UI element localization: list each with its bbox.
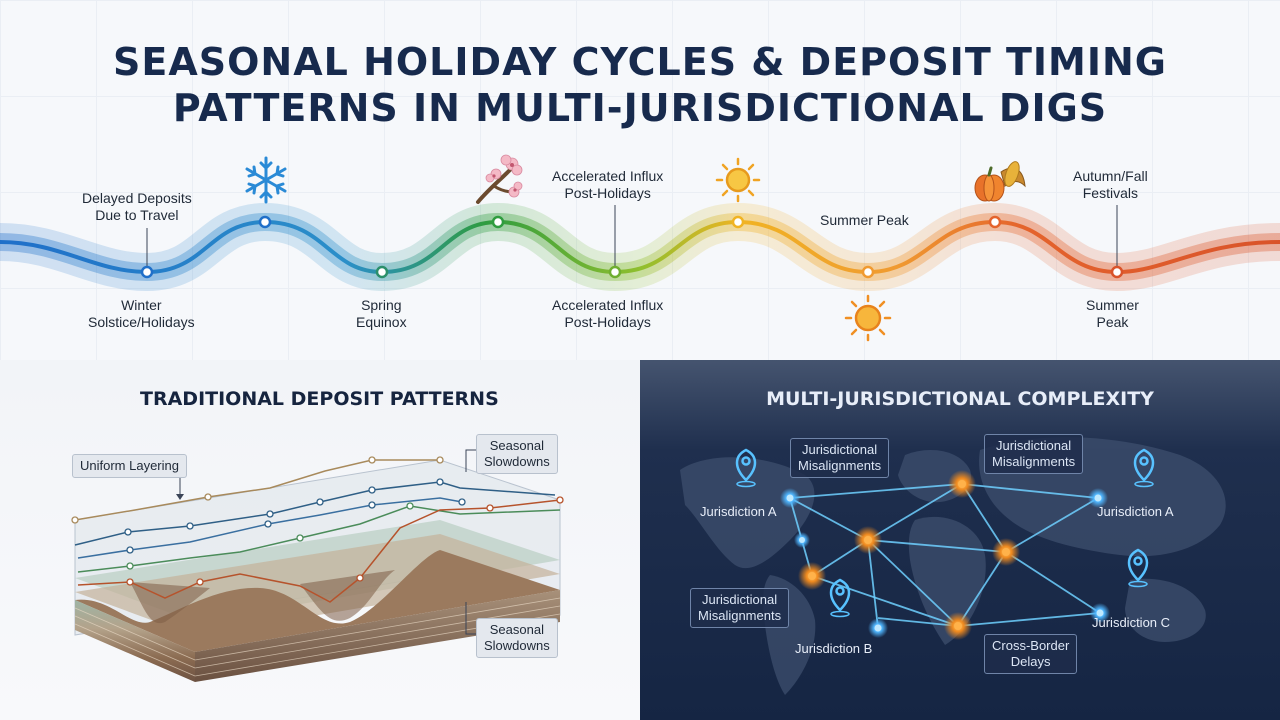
dip-right bbox=[300, 570, 395, 621]
traditional-deposit-title: TRADITIONAL DEPOSIT PATTERNS bbox=[140, 388, 499, 410]
label-jurisdiction-a-right: Jurisdiction A bbox=[1097, 504, 1174, 519]
series-line-orange bbox=[77, 499, 561, 603]
block-front-face bbox=[195, 590, 560, 682]
location-pin-icon bbox=[1127, 548, 1149, 588]
blossom-icon bbox=[476, 154, 523, 204]
label-jurisdiction-c: Jurisdiction C bbox=[1092, 615, 1171, 630]
series-line-blue-2 bbox=[77, 497, 463, 559]
label-jurisdiction-b: Jurisdiction B bbox=[795, 641, 873, 656]
page-title-line-2: PATTERNS IN MULTI-JURISDICTIONAL DIGS bbox=[172, 86, 1108, 130]
sun-icon bbox=[844, 294, 892, 342]
location-pin-icon bbox=[829, 578, 851, 618]
node-summer bbox=[861, 265, 875, 279]
node-spring-peak bbox=[491, 215, 505, 229]
node-autumn-peak bbox=[988, 215, 1002, 229]
network-nodes bbox=[780, 470, 1110, 640]
network-map bbox=[680, 437, 1226, 695]
node-influx bbox=[608, 265, 622, 279]
node-summer-peak bbox=[731, 215, 745, 229]
location-pin-icon bbox=[735, 448, 757, 488]
label-summer-peak-top: Summer Peak bbox=[820, 212, 909, 228]
snowflake-icon bbox=[245, 156, 287, 204]
callout-uniform-layering: Uniform Layering bbox=[72, 454, 187, 478]
location-pin-icon bbox=[1133, 448, 1155, 488]
node-autumn bbox=[1110, 265, 1124, 279]
pumpkin-icon bbox=[974, 161, 1026, 202]
sun-icon bbox=[715, 157, 761, 203]
dip-left bbox=[130, 582, 210, 624]
multi-jurisdictional-title: MULTI-JURISDICTIONAL COMPLEXITY bbox=[766, 388, 1154, 410]
pointer-seasonal-bottom bbox=[465, 602, 478, 635]
traditional-deposit-panel: TRADITIONAL DEPOSIT PATTERNS bbox=[0, 360, 640, 720]
layer-deep bbox=[75, 550, 560, 652]
seasonal-timeline bbox=[0, 154, 1280, 342]
stratigraphy-diagram bbox=[71, 449, 564, 682]
pointer-seasonal-top bbox=[465, 449, 476, 472]
node-spring bbox=[375, 265, 389, 279]
label-jurisdiction-a-left: Jurisdiction A bbox=[700, 504, 777, 519]
timeline-nodes bbox=[140, 215, 1124, 279]
block-left-face bbox=[75, 600, 195, 682]
multi-jurisdictional-panel: MULTI-JURISDICTIONAL COMPLEXITY Jurisdic… bbox=[640, 360, 1280, 720]
node-winter bbox=[140, 265, 154, 279]
node-winter-peak bbox=[258, 215, 272, 229]
page-title-line-1: SEASONAL HOLIDAY CYCLES & DEPOSIT TIMING bbox=[113, 40, 1167, 84]
